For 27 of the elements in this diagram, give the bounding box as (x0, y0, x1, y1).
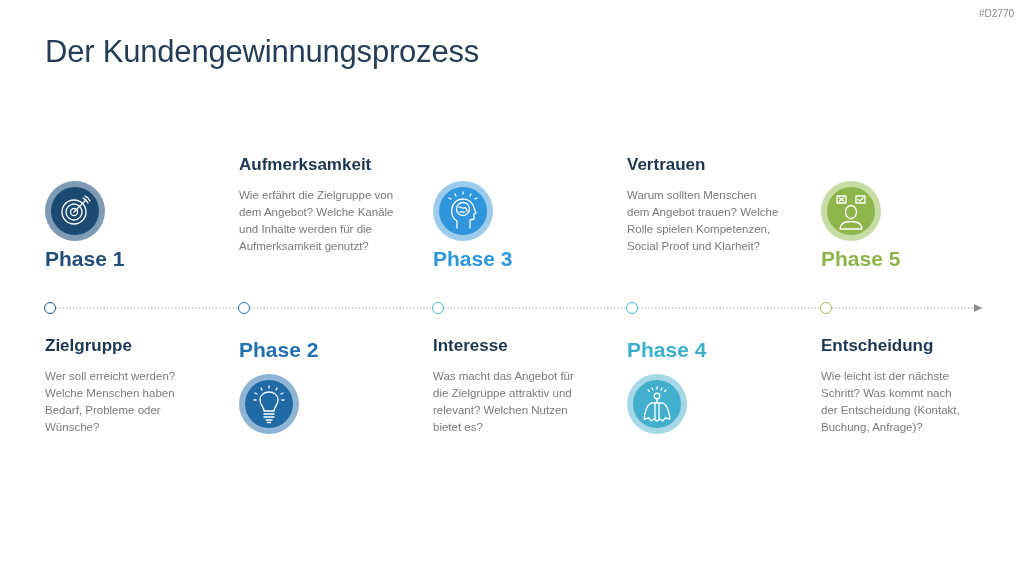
step-heading: Entscheidung (821, 336, 934, 356)
step-heading: Interesse (433, 336, 508, 356)
phase-title: Phase 5 (821, 247, 901, 271)
timeline-circle (626, 302, 638, 314)
timeline-circle (238, 302, 250, 314)
step-description: Wie erfährt die Zielgruppe von dem Angebot? Welche Kanäle und Inhalte werden für die Aufmerksamkeit genutzt? (239, 188, 395, 254)
step-heading: Zielgruppe (45, 336, 132, 356)
phase-title: Phase 3 (433, 247, 513, 271)
phase-title: Phase 2 (239, 338, 319, 362)
step-description: Was macht das Angebot für die Zielgruppe attraktiv und relevant? Welchen Nutzen bietet es? (433, 369, 575, 435)
timeline-circle (820, 302, 832, 314)
timeline-circle (432, 302, 444, 314)
step-heading: Vertrauen (627, 155, 706, 175)
timeline-line (443, 307, 627, 309)
timeline-line (637, 307, 821, 309)
title: Der Kundengewinnungsprozess (45, 34, 480, 70)
step-description: Wer soll erreicht werden? Welche Menschen haben Bedarf, Probleme oder Wünsche? (45, 369, 177, 435)
step-heading: Aufmerksamkeit (239, 155, 372, 175)
id-label: #D2770 (978, 8, 1014, 19)
step-description: Wie leicht ist der nächste Schritt? Was kommt nach der Entscheidung (Kontakt, Buchung, Anfrage)? (821, 369, 961, 435)
timeline-line (249, 307, 433, 309)
timeline-line (55, 307, 239, 309)
phase-title: Phase 1 (45, 247, 125, 271)
timeline-arrow (831, 304, 983, 312)
step-description: Warum sollten Menschen dem Angebot trauen? Welche Rolle spielen Kompetenzen, Social Proof und Klarheit? (627, 188, 780, 254)
timeline-circle (44, 302, 56, 314)
phase-title: Phase 4 (627, 338, 707, 362)
